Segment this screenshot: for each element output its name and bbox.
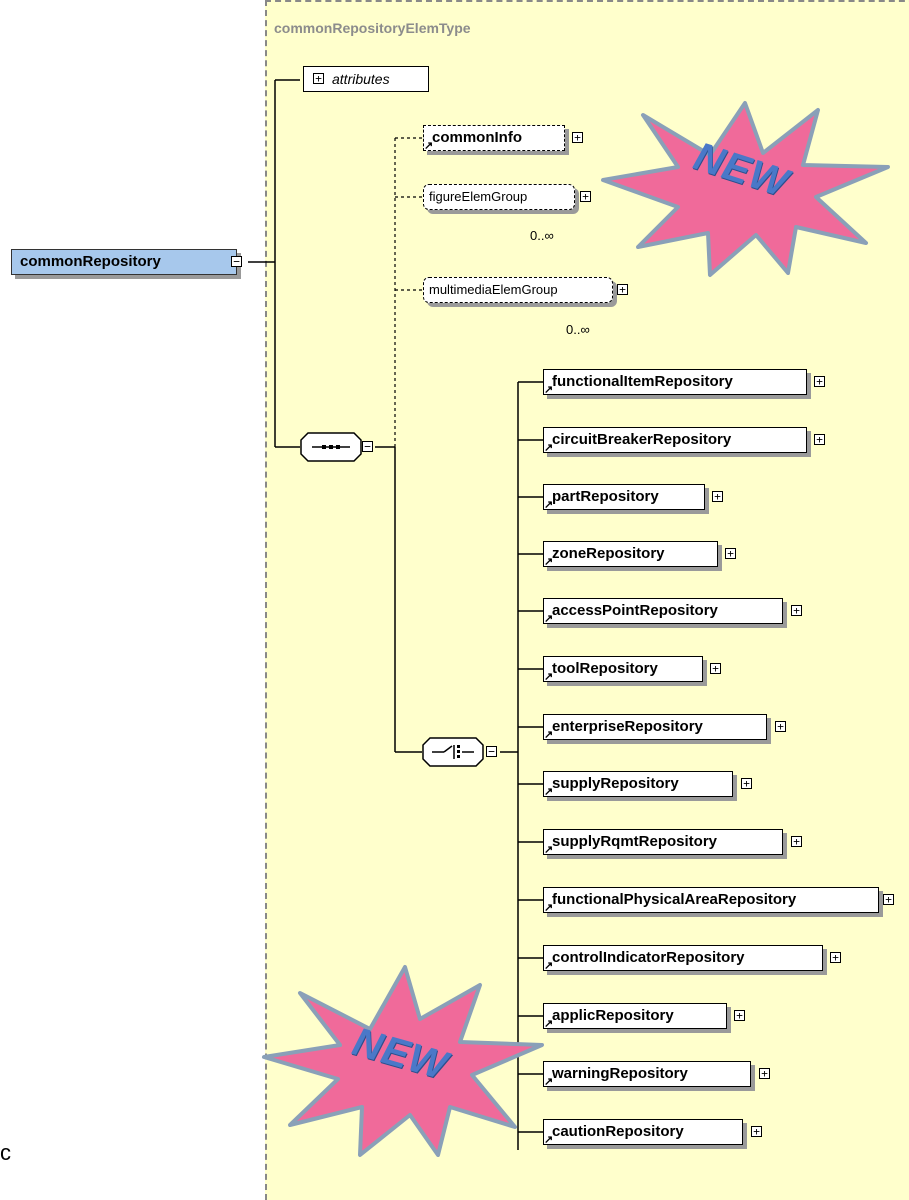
element-label: functionalItemRepository bbox=[552, 373, 733, 390]
element-label: enterpriseRepository bbox=[552, 718, 703, 735]
expand-figureelemgroup-toggle[interactable]: + bbox=[580, 191, 591, 202]
expand-commoninfo-toggle[interactable]: + bbox=[572, 132, 583, 143]
stray-text: c bbox=[0, 1140, 11, 1165]
sequence-item-figureelemgroup[interactable]: figureElemGroup bbox=[423, 184, 575, 210]
element-label: partRepository bbox=[552, 488, 659, 505]
expand-toggle[interactable]: + bbox=[814, 434, 825, 445]
occurrence-label: 0..∞ bbox=[530, 228, 554, 243]
expand-toggle[interactable]: + bbox=[830, 952, 841, 963]
reference-arrow-icon: ↗ bbox=[544, 442, 554, 454]
choice-compositor-icon[interactable] bbox=[422, 737, 484, 767]
group-label: multimediaElemGroup bbox=[429, 282, 558, 297]
choice-item-functionalphysicalarearepository[interactable]: ↗ functionalPhysicalAreaRepository bbox=[543, 887, 879, 914]
occurrence-label: 0..∞ bbox=[566, 322, 590, 337]
reference-arrow-icon: ↗ bbox=[544, 613, 554, 625]
collapse-root-toggle[interactable]: − bbox=[231, 256, 242, 267]
choice-item-zonerepository[interactable]: ↗ zoneRepository bbox=[543, 541, 718, 568]
choice-item-supplyrepository[interactable]: ↗ supplyRepository bbox=[543, 771, 733, 798]
reference-arrow-icon: ↗ bbox=[544, 671, 554, 683]
expand-toggle[interactable]: + bbox=[734, 1010, 745, 1021]
reference-arrow-icon: ↗ bbox=[544, 729, 554, 741]
expand-toggle[interactable]: + bbox=[775, 721, 786, 732]
expand-toggle[interactable]: + bbox=[710, 663, 721, 674]
reference-arrow-icon: ↗ bbox=[544, 960, 554, 972]
element-label: controlIndicatorRepository bbox=[552, 949, 745, 966]
choice-item-controlindicatorrepository[interactable]: ↗ controlIndicatorRepository bbox=[543, 945, 823, 972]
choice-item-accesspointrepository[interactable]: ↗ accessPointRepository bbox=[543, 598, 783, 625]
expand-toggle[interactable]: + bbox=[791, 605, 802, 616]
choice-item-partrepository[interactable]: ↗ partRepository bbox=[543, 484, 705, 511]
connector-lines bbox=[248, 79, 543, 1150]
expand-multimediaelemgroup-toggle[interactable]: + bbox=[617, 284, 628, 295]
sequence-item-multimediaelemgroup[interactable]: multimediaElemGroup bbox=[423, 277, 613, 303]
element-label: accessPointRepository bbox=[552, 602, 718, 619]
choice-item-warningrepository[interactable]: ↗ warningRepository bbox=[543, 1061, 751, 1088]
reference-arrow-icon: ↗ bbox=[544, 1134, 554, 1146]
sequence-compositor-icon[interactable] bbox=[300, 432, 362, 462]
expand-toggle[interactable]: + bbox=[741, 778, 752, 789]
expand-attributes-toggle[interactable]: + bbox=[313, 73, 324, 84]
expand-toggle[interactable]: + bbox=[759, 1068, 770, 1079]
expand-toggle[interactable]: + bbox=[751, 1126, 762, 1137]
choice-item-circuitbreakerrepository[interactable]: ↗ circuitBreakerRepository bbox=[543, 427, 807, 454]
expand-toggle[interactable]: + bbox=[883, 894, 894, 905]
element-label: warningRepository bbox=[552, 1065, 688, 1082]
reference-arrow-icon: ↗ bbox=[544, 1076, 554, 1088]
element-label: supplyRqmtRepository bbox=[552, 833, 718, 850]
choice-item-cautionrepository[interactable]: ↗ cautionRepository bbox=[543, 1119, 743, 1146]
reference-arrow-icon: ↗ bbox=[544, 556, 554, 568]
new-starburst-badge-top bbox=[601, 101, 890, 277]
element-label: commonInfo bbox=[432, 129, 522, 146]
expand-toggle[interactable]: + bbox=[814, 376, 825, 387]
element-label: cautionRepository bbox=[552, 1123, 684, 1140]
attributes-node[interactable]: attributes bbox=[303, 66, 429, 92]
sequence-item-commoninfo[interactable]: ↗ commonInfo bbox=[423, 125, 565, 152]
element-label: functionalPhysicalAreaRepository bbox=[552, 891, 797, 908]
expand-toggle[interactable]: + bbox=[712, 491, 723, 502]
complex-type-label: commonRepositoryElemType bbox=[274, 20, 471, 36]
collapse-sequence-toggle[interactable]: − bbox=[362, 441, 373, 452]
element-label: circuitBreakerRepository bbox=[552, 431, 732, 448]
choice-item-applicrepository[interactable]: ↗ applicRepository bbox=[543, 1003, 727, 1030]
element-label: toolRepository bbox=[552, 660, 658, 677]
reference-arrow-icon: ↗ bbox=[544, 786, 554, 798]
choice-item-supplyrqmtrepository[interactable]: ↗ supplyRqmtRepository bbox=[543, 829, 783, 856]
attributes-label: attributes bbox=[332, 71, 390, 87]
choice-item-toolrepository[interactable]: ↗ toolRepository bbox=[543, 656, 703, 683]
expand-toggle[interactable]: + bbox=[791, 836, 802, 847]
new-starburst-badge-bottom bbox=[262, 965, 544, 1157]
choice-item-functionalitemrepository[interactable]: ↗ functionalItemRepository bbox=[543, 369, 807, 396]
element-label: applicRepository bbox=[552, 1007, 674, 1024]
collapse-choice-toggle[interactable]: − bbox=[486, 746, 497, 757]
expand-toggle[interactable]: + bbox=[725, 548, 736, 559]
reference-arrow-icon: ↗ bbox=[544, 384, 554, 396]
reference-arrow-icon: ↗ bbox=[424, 140, 434, 152]
reference-arrow-icon: ↗ bbox=[544, 499, 554, 511]
element-label: zoneRepository bbox=[552, 545, 665, 562]
reference-arrow-icon: ↗ bbox=[544, 844, 554, 856]
group-label: figureElemGroup bbox=[429, 189, 528, 204]
element-label: supplyRepository bbox=[552, 775, 679, 792]
reference-arrow-icon: ↗ bbox=[544, 1018, 554, 1030]
root-element-node[interactable]: commonRepository bbox=[11, 249, 237, 275]
choice-item-enterpriserepository[interactable]: ↗ enterpriseRepository bbox=[543, 714, 767, 741]
root-element-label: commonRepository bbox=[20, 253, 161, 270]
reference-arrow-icon: ↗ bbox=[544, 902, 554, 914]
